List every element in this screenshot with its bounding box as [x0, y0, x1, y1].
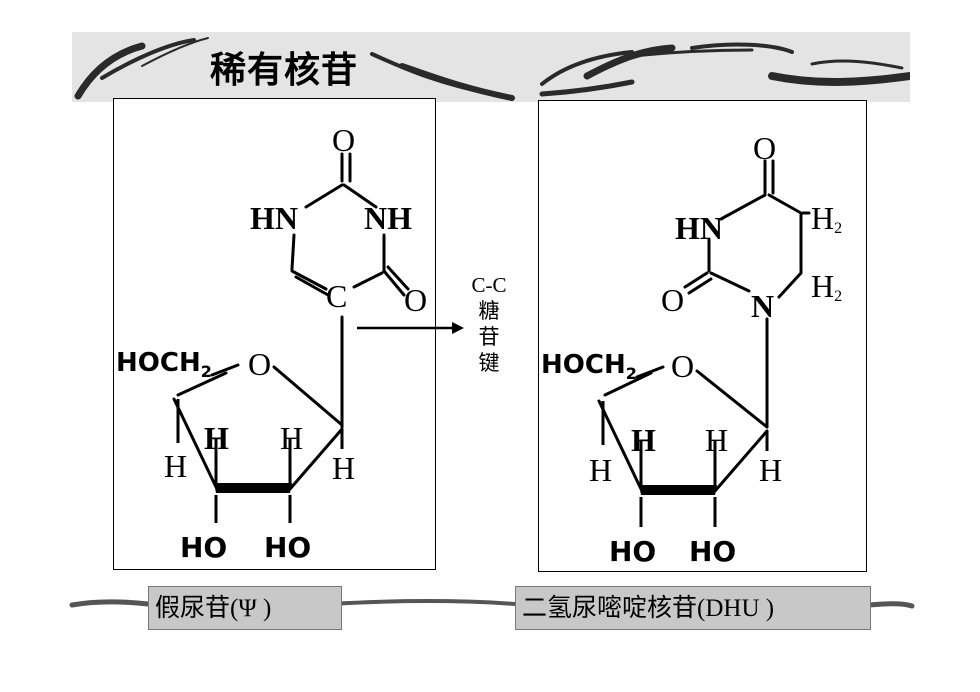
- title-banner: [72, 32, 910, 102]
- atom-n1: N: [751, 288, 774, 324]
- atom-h-up2: H: [280, 420, 303, 456]
- atom-ho2: HO: [689, 535, 736, 568]
- atom-h-up2: H: [705, 422, 728, 458]
- atom-h-low2: H: [332, 450, 355, 486]
- atom-hn: HN: [675, 210, 723, 246]
- atom-ho2: HO: [264, 531, 311, 564]
- atom-hn: HN: [250, 200, 298, 236]
- atom-h-low1: H: [589, 452, 612, 488]
- atom-h-up1: H: [204, 420, 229, 456]
- atom-h-low1: H: [164, 448, 187, 484]
- atom-ring-o: O: [248, 346, 271, 382]
- atom-ho1: HO: [180, 531, 227, 564]
- caption-left-cn: 假尿苷: [155, 593, 231, 622]
- page-title: 稀有核苷: [210, 50, 359, 91]
- bond-label-line-3: 苷: [478, 325, 500, 349]
- atom-o-top: O: [753, 130, 776, 166]
- atom-h-up1: H: [631, 422, 656, 458]
- atom-ring-o: O: [671, 348, 694, 384]
- atom-o-right: O: [404, 282, 427, 318]
- caption-right-abbr: (DHU ): [697, 595, 775, 622]
- dihydrouridine-caption: 二氢尿嘧啶核苷(DHU ): [515, 586, 871, 630]
- banner-swooshes: [74, 37, 910, 101]
- atom-c5: C: [326, 278, 347, 314]
- banner-background: [72, 32, 910, 102]
- atom-h2-upper: H2: [811, 200, 842, 237]
- atom-ho1: HO: [609, 535, 656, 568]
- dihydrouridine-structure: O HN H2 O N H2 O H H H H HOCH2 HO HO: [541, 130, 842, 568]
- atom-hoch2: HOCH2: [541, 350, 637, 383]
- atom-nh: NH: [364, 200, 412, 236]
- atom-o-left: O: [661, 282, 684, 318]
- pseudouridine-structure: O HN NH C O O H H H H HOCH2 HO HO: [116, 122, 427, 564]
- pseudouridine-panel: O HN NH C O O H H H H HOCH2 HO HO: [113, 98, 436, 570]
- bond-label-line-2: 糖: [478, 299, 500, 323]
- atom-h2-lower: H2: [811, 268, 842, 305]
- dihydrouridine-panel: O HN H2 O N H2 O H H H H HOCH2 HO HO: [538, 100, 867, 572]
- caption-left-symbol: (Ψ ): [230, 595, 272, 622]
- atom-o-top: O: [332, 122, 355, 158]
- pseudouridine-caption: 假尿苷(Ψ ): [148, 586, 342, 630]
- caption-right-cn: 二氢尿嘧啶核苷: [522, 593, 698, 622]
- bond-label-line-1: C-C: [471, 273, 507, 297]
- atom-hoch2: HOCH2: [116, 348, 212, 381]
- atom-h-low2: H: [759, 452, 782, 488]
- bond-label-line-4: 键: [478, 351, 500, 375]
- cc-glycosidic-bond-label: C-C 糖 苷 键: [452, 272, 526, 376]
